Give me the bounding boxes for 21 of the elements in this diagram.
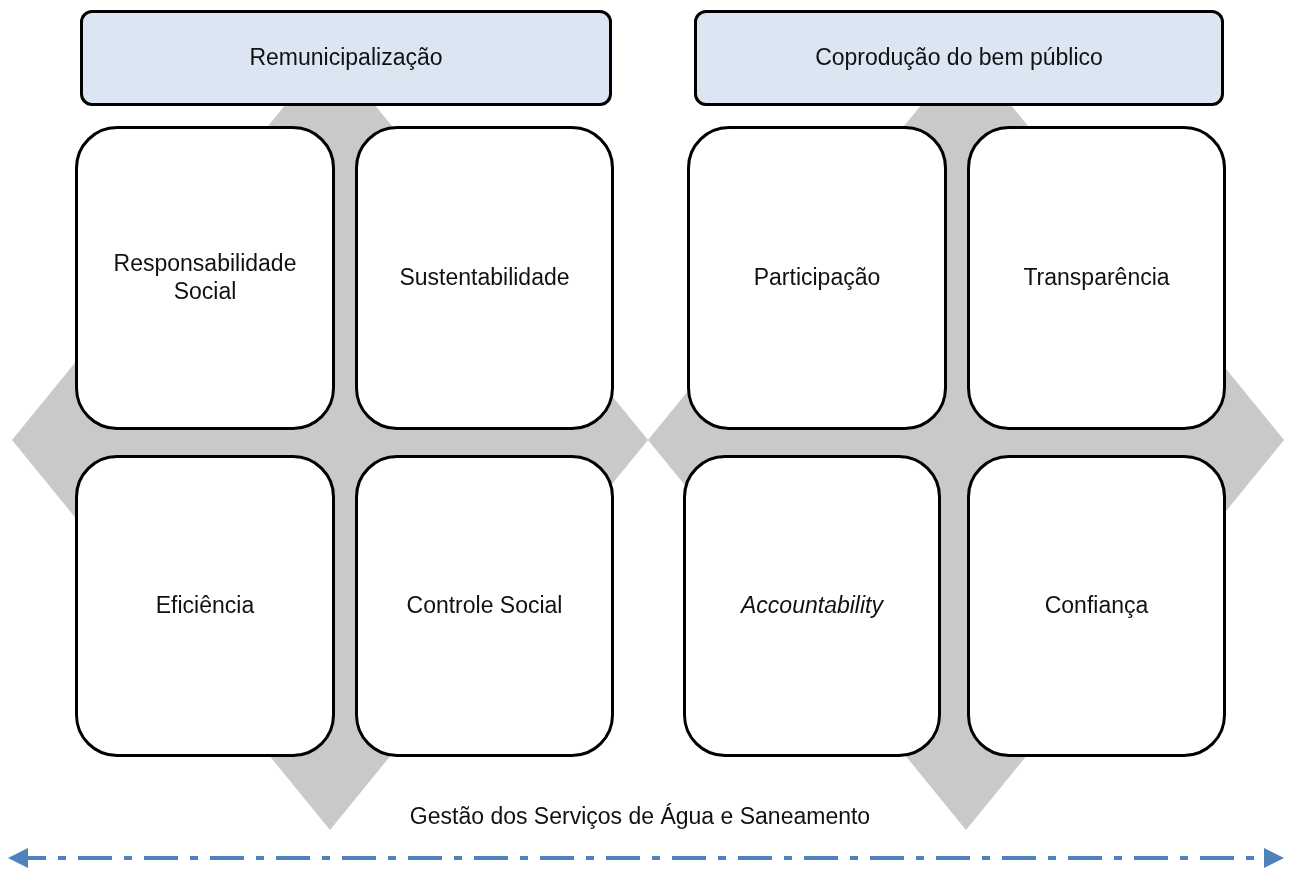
header-box	[80, 10, 612, 106]
concept-box	[683, 455, 941, 757]
box-label: Participação	[752, 264, 882, 292]
concept-box	[967, 126, 1226, 430]
box-label: Sustentabilidade	[398, 264, 571, 292]
concept-box	[687, 126, 947, 430]
box-label: Confiança	[1043, 592, 1150, 620]
concept-box	[355, 455, 614, 757]
box-label: Remunicipalização	[248, 44, 444, 72]
concept-box	[967, 455, 1226, 757]
axis-caption: Gestão dos Serviços de Água e Saneamento	[409, 803, 871, 830]
concept-box	[75, 126, 335, 430]
box-label: Responsabilidade Social	[112, 250, 298, 306]
header-box	[694, 10, 1224, 106]
box-label: Accountability	[739, 592, 885, 620]
box-label: Controle Social	[405, 592, 564, 620]
concept-box	[75, 455, 335, 757]
concept-box	[355, 126, 614, 430]
box-label: Coprodução do bem público	[814, 44, 1104, 72]
box-label: Eficiência	[154, 592, 256, 620]
box-label: Transparência	[1022, 264, 1171, 292]
